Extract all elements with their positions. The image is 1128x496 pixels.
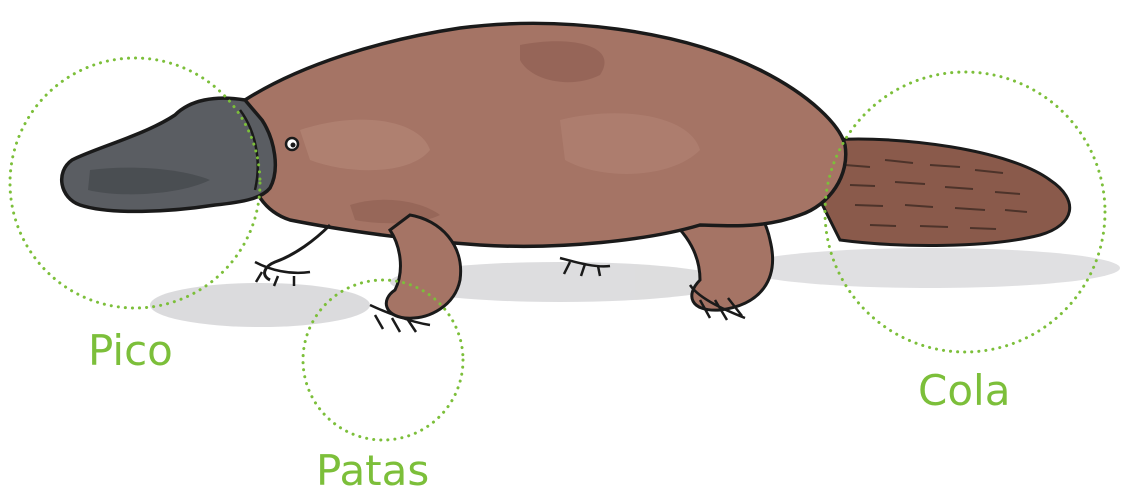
ground-shadow <box>150 248 1120 327</box>
platypus-tail <box>820 139 1070 245</box>
platypus-body <box>245 23 846 246</box>
feet-marker-circle <box>303 280 463 440</box>
feet-label: Patas <box>316 450 429 492</box>
tail-label: Cola <box>918 370 1010 412</box>
beak-label: Pico <box>88 330 173 372</box>
platypus-beak <box>62 98 276 211</box>
